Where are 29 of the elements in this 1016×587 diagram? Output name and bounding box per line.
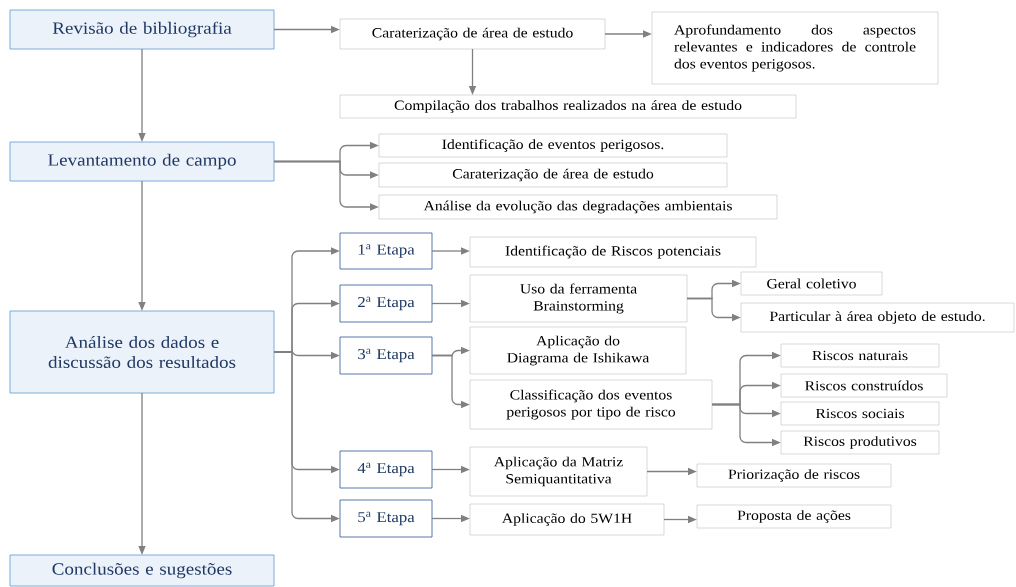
- process-box: Compilação dos trabalhos realizados na área de estudo: [339, 94, 797, 119]
- process-box: Aplicação da Matriz Semiquantitativa: [469, 446, 648, 497]
- process-box: Riscos produtivos: [780, 430, 940, 455]
- process-box: Particular à área objeto de estudo.: [740, 302, 1015, 333]
- step-box: 3$^{a}$ Etapa: [339, 336, 433, 375]
- step-box: 4$^{a}$ Etapa: [339, 450, 433, 489]
- process-box: Caraterização de área de estudo: [339, 18, 606, 50]
- process-box: Identificação de eventos perigosos.: [378, 133, 728, 158]
- stage-box: Revisão de bibliografia: [9, 9, 275, 50]
- process-box: Proposta de ações: [696, 504, 892, 529]
- step-box: 2$^{a}$ Etapa: [339, 284, 433, 323]
- process-box: Priorização de riscos: [696, 463, 892, 488]
- process-box: Uso da ferramenta Brainstorming: [469, 274, 688, 323]
- process-box: Análise da evolução das degradações ambientais: [378, 194, 778, 220]
- process-box: Caraterização de área de estudo: [378, 162, 728, 188]
- step-box: 5$^{a}$ Etapa: [339, 499, 433, 538]
- stage-box: Conclusões e sugestões: [9, 554, 275, 587]
- step-box: 1$^{a}$ Etapa: [339, 232, 433, 270]
- process-box: Aplicação do Diagrama de Ishikawa: [469, 326, 687, 375]
- process-box: Riscos naturais: [780, 343, 940, 368]
- process-box: Riscos sociais: [780, 401, 940, 426]
- process-box: Riscos construídos: [780, 373, 948, 398]
- process-box: Classificação dos eventos perigosos por tipo de risco: [469, 379, 713, 430]
- stage-box: Análise dos dados e discussão dos resultados: [9, 310, 275, 394]
- process-box: Geral coletivo: [740, 271, 883, 296]
- process-box: Identificação de Riscos potenciais: [469, 236, 757, 268]
- process-box: Aprofundamento dos aspectos relevantes e indicadores de controle dos eventos perigosos.: [651, 11, 939, 85]
- process-box: Aplicação do 5W1H: [469, 503, 665, 536]
- stage-box: Levantamento de campo: [9, 141, 275, 182]
